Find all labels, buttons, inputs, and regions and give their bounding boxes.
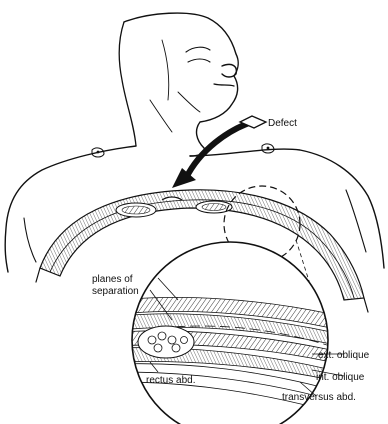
right-nipple (262, 144, 274, 153)
patient-head (119, 13, 238, 156)
label-rectus-abd: rectus abd. (146, 375, 195, 386)
label-int-oblique: int. oblique (316, 372, 365, 383)
label-ext-oblique: ext. oblique (318, 350, 370, 361)
left-nipple (92, 148, 104, 157)
rectus-muscle-left (116, 203, 156, 217)
label-transversus-abd: transversus abd. (282, 392, 356, 403)
label-defect: Defect (268, 118, 297, 129)
rectus-sheath-mag (138, 326, 194, 358)
defect-arrow (172, 116, 266, 188)
label-planes-line2: separation (92, 286, 139, 297)
label-planes-line1: planes of (92, 274, 133, 285)
